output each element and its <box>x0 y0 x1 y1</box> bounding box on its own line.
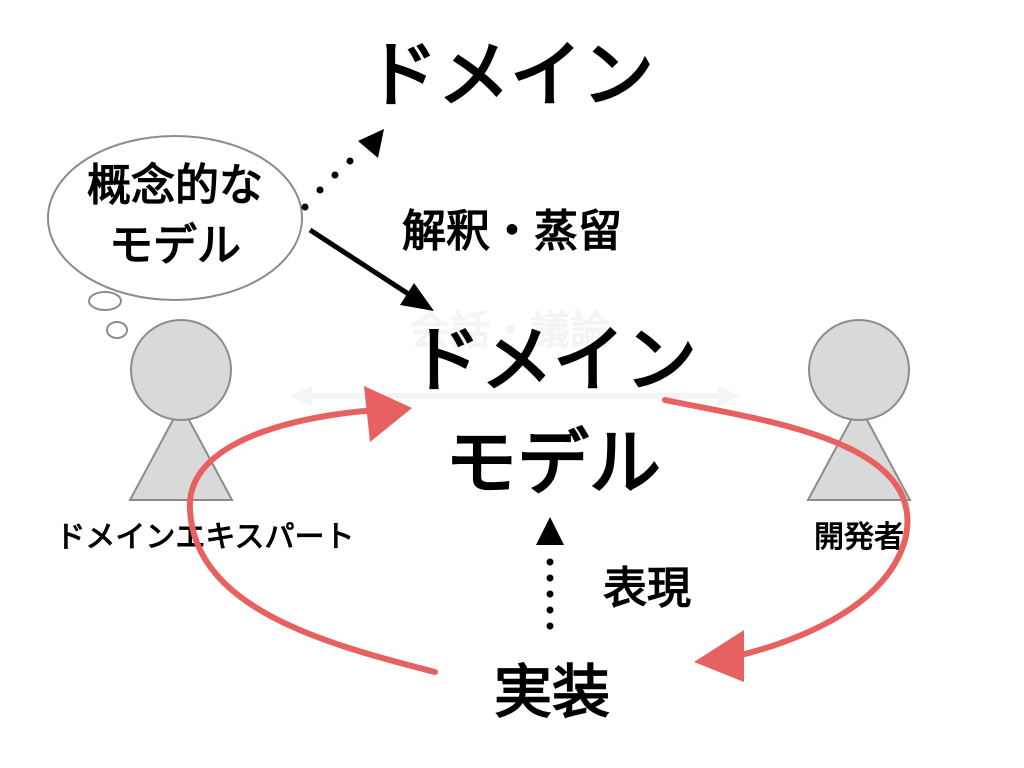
implementation-label: 実装 <box>494 658 610 726</box>
faint-conversation-label: 会話・議論 <box>410 308 610 354</box>
thought-bubble-line2: モデル <box>109 220 241 271</box>
dot <box>346 157 354 165</box>
solid-arrow-head <box>400 283 434 311</box>
faint-arrow-head-right <box>718 386 740 406</box>
domain-expert-body <box>128 402 234 501</box>
dotted-arrow-to-model <box>536 517 564 630</box>
domain-model-line2: モデル <box>445 421 661 505</box>
thought-bubble-ellipse <box>47 135 303 301</box>
domain-expert-head <box>130 319 232 421</box>
dot <box>316 186 324 194</box>
dot <box>546 574 554 582</box>
thought-bubble-dot-large <box>88 291 122 311</box>
cycle-arrows <box>186 386 911 682</box>
express-arrow-head <box>536 517 564 545</box>
solid-arrow-line <box>308 227 412 298</box>
faint-arrow-head-left <box>290 386 312 406</box>
dot <box>331 171 339 179</box>
developer-figure <box>806 319 912 501</box>
dot <box>301 203 309 211</box>
dotted-arrow-head <box>358 129 384 158</box>
thought-bubble-dot-small <box>106 321 128 339</box>
dot <box>546 590 554 598</box>
cycle-arrow-left-head <box>364 386 412 442</box>
dot <box>546 622 554 630</box>
interpret-distill-label: 解釈・蒸留 <box>402 206 622 257</box>
domain-expert-label: ドメインエキスパート <box>55 520 354 555</box>
thought-bubble-line1: 概念的な <box>87 160 263 211</box>
developer-head <box>808 319 910 421</box>
cycle-arrow-left-path <box>186 407 438 675</box>
dot <box>546 606 554 614</box>
thought-bubble: 概念的な モデル <box>47 135 303 339</box>
developer-label: 開発者 <box>814 520 904 555</box>
domain-expert-figure <box>128 319 234 501</box>
domain-model-line1: ドメイン <box>409 318 697 402</box>
cycle-arrow-right-head <box>694 630 744 682</box>
dot <box>546 558 554 566</box>
express-label: 表現 <box>603 563 691 614</box>
solid-arrow-to-model <box>308 227 434 311</box>
dotted-arrow-to-domain <box>301 129 384 211</box>
cycle-arrow-right-path <box>662 397 911 663</box>
domain-title: ドメイン <box>366 33 654 117</box>
